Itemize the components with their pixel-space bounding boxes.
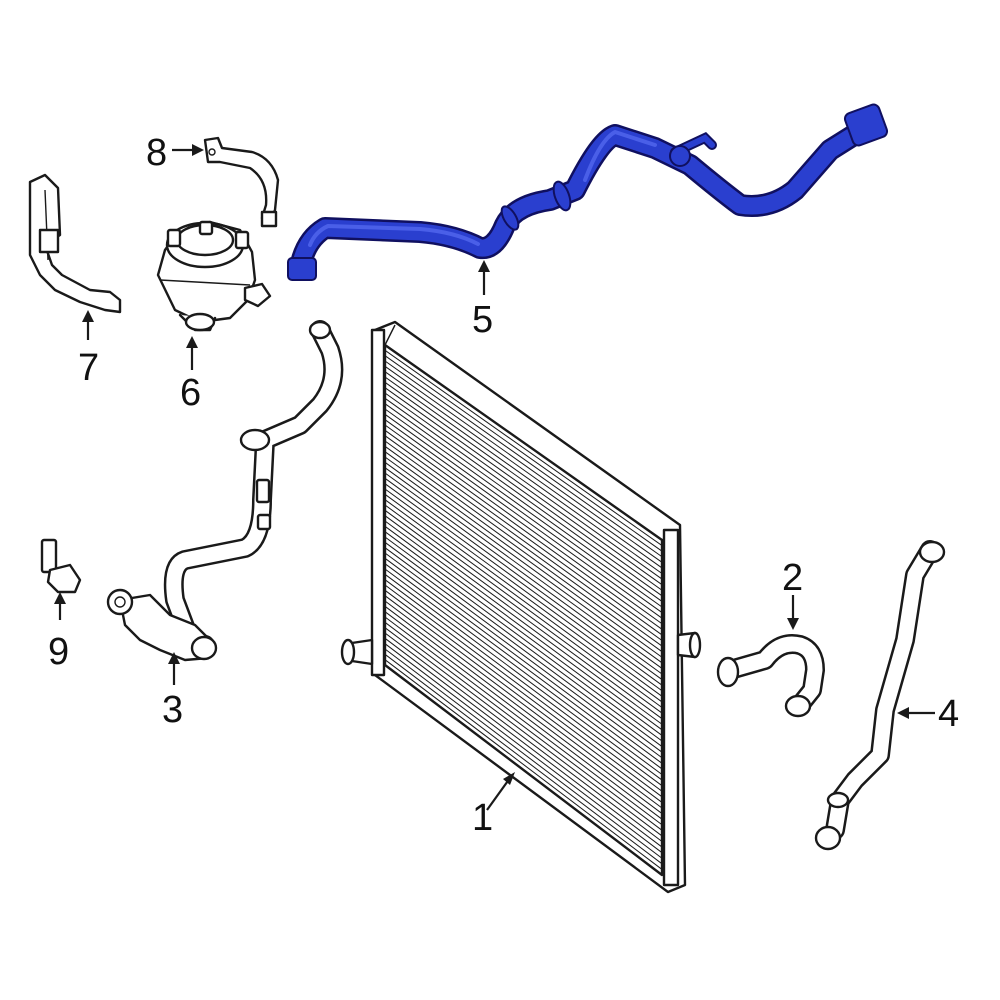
callout-1: 1	[472, 797, 493, 839]
radiator-fin-line	[384, 424, 663, 625]
radiator-fin-line	[384, 472, 663, 675]
pump-strap	[203, 136, 280, 228]
radiator-fin-line	[384, 605, 663, 814]
radiator-fin-line	[384, 381, 663, 580]
radiator-fin-line	[384, 477, 663, 680]
radiator-fin-line	[384, 643, 663, 854]
temperature-sensor	[40, 538, 82, 594]
radiator-fin-line	[384, 456, 663, 658]
callout-6: 6	[180, 372, 201, 414]
mounting-bracket	[28, 173, 122, 314]
radiator-fin-line	[384, 659, 663, 870]
radiator-fin-line	[384, 520, 663, 725]
radiator-fin-line	[384, 392, 663, 591]
radiator	[340, 320, 702, 894]
radiator-fin-line	[384, 541, 663, 747]
radiator-fin-line	[384, 429, 663, 630]
radiator-fin-line	[384, 403, 663, 602]
radiator-fin-line	[384, 568, 663, 775]
radiator-fin-line	[384, 371, 663, 569]
water-pump	[156, 220, 272, 332]
radiator-fin-line	[384, 525, 663, 731]
radiator-fin-line	[384, 355, 663, 552]
callout-5: 5	[472, 299, 493, 341]
radiator-fin-line	[384, 621, 663, 831]
radiator-fin-line	[384, 360, 663, 558]
radiator-fin-line	[384, 445, 663, 647]
radiator-fin-line	[384, 589, 663, 798]
radiator-fin-line	[384, 584, 663, 792]
radiator-fin-line	[384, 419, 663, 619]
radiator-fin-line	[384, 552, 663, 759]
radiator-fin-line	[384, 435, 663, 636]
radiator-fin-line	[384, 536, 663, 742]
callout-arrows	[54, 144, 935, 811]
callout-8: 8	[146, 132, 167, 174]
radiator-fin-line	[384, 440, 663, 641]
radiator-fin-line	[384, 365, 663, 563]
radiator-fin-line	[384, 595, 663, 803]
radiator-fin-line	[384, 488, 663, 692]
radiator-fin-line	[384, 637, 663, 848]
radiator-fin-line	[384, 563, 663, 770]
radiator-fin-line	[384, 611, 663, 820]
radiator-fin-line	[384, 509, 663, 714]
callout-7: 7	[78, 347, 99, 389]
radiator-fin-line	[384, 573, 663, 781]
radiator-fin-line	[384, 648, 663, 859]
coolant-pipe-assembly	[106, 320, 344, 662]
radiator-fin-line	[384, 515, 663, 720]
highlighted-coolant-hose	[287, 103, 889, 281]
radiator-fin-line	[384, 600, 663, 809]
radiator-fin-line	[384, 467, 663, 669]
radiator-fin-line	[384, 557, 663, 764]
radiator-fin-line	[384, 413, 663, 613]
callout-9: 9	[48, 631, 69, 673]
radiator-fin-line	[384, 653, 663, 865]
callout-2: 2	[782, 557, 803, 599]
radiator-fin-line	[384, 504, 663, 708]
radiator-fin-line	[384, 387, 663, 586]
radiator-fin-line	[384, 349, 663, 546]
long-coolant-hose	[814, 540, 946, 851]
radiator-fin-line	[384, 376, 663, 574]
radiator-fin-line	[384, 531, 663, 736]
radiator-fin-line	[384, 547, 663, 753]
radiator-fin-line	[384, 627, 663, 837]
radiator-fin-line	[384, 616, 663, 826]
radiator-fin-line	[384, 632, 663, 842]
callout-3: 3	[162, 689, 183, 731]
radiator-fin-line	[384, 499, 663, 703]
radiator-fins	[384, 349, 663, 870]
radiator-fin-line	[384, 397, 663, 597]
radiator-fin-line	[384, 461, 663, 664]
radiator-fin-line	[384, 483, 663, 686]
radiator-fin-line	[384, 451, 663, 653]
radiator-fin-line	[384, 408, 663, 608]
callout-4: 4	[938, 693, 959, 735]
short-coolant-hose	[716, 634, 825, 718]
radiator-fin-line	[384, 579, 663, 787]
radiator-fin-line	[384, 493, 663, 697]
